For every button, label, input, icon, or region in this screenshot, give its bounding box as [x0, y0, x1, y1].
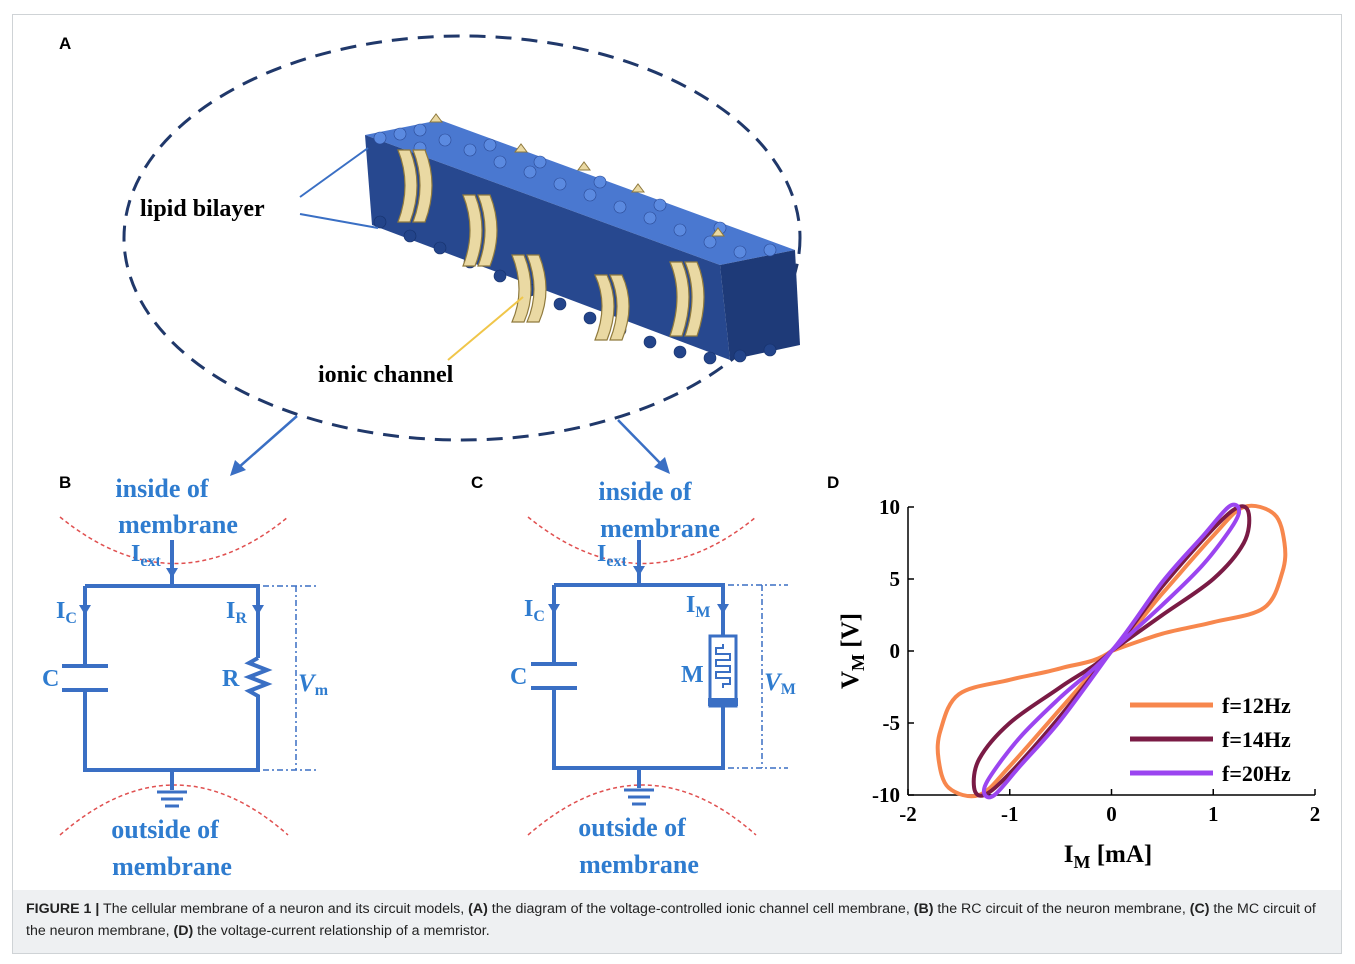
iext-label: Iext [597, 541, 627, 570]
arrow-to-panel-b [230, 415, 298, 476]
lipid-bilayer-illustration [365, 113, 800, 365]
y-tick-label: -5 [883, 711, 901, 735]
resistor-symbol [243, 656, 273, 700]
x-axis-label: IM [mA] [1064, 841, 1153, 872]
legend-label: f=20Hz [1222, 761, 1291, 786]
caption-text-b: the RC circuit of the neuron membrane, [933, 901, 1190, 917]
outside-label-line1: outside of [111, 815, 219, 844]
ionic-channel-label: ionic channel [318, 362, 454, 388]
capacitor-label: C [42, 666, 59, 692]
figure-caption: FIGURE 1 | The cellular membrane of a ne… [26, 898, 1336, 942]
membrane-zoom-ellipse [122, 34, 802, 442]
caption-tag-b: (B) [913, 901, 934, 917]
inside-arc [527, 516, 757, 565]
capacitor-symbol [62, 664, 108, 692]
outside-arc [527, 784, 757, 836]
inside-arc [59, 516, 289, 565]
outside-label-line2: membrane [579, 850, 699, 879]
x-tick-label: 2 [1310, 802, 1321, 826]
caption-tag-d: (D) [173, 923, 194, 939]
panel-label-a: A [59, 34, 72, 53]
capacitor-symbol [531, 662, 577, 690]
current-arrows [548, 566, 729, 614]
lipid-leader-upper [299, 147, 369, 198]
figure-number: FIGURE 1 | [26, 901, 100, 917]
y-tick-label: 5 [890, 567, 901, 591]
y-tick-label: -10 [872, 783, 900, 807]
x-tick-label: -1 [1001, 802, 1019, 826]
caption-background [13, 890, 1341, 953]
ic-label: IC [56, 598, 77, 627]
outside-label-line2: membrane [112, 852, 232, 881]
lipid-leader-lower [299, 213, 379, 229]
caption-intro: The cellular membrane of a neuron and it… [99, 901, 469, 917]
channel-leader [447, 296, 524, 361]
ground-symbol [624, 788, 654, 806]
y-tick-label: 10 [879, 495, 900, 519]
memristor-symbol [708, 634, 738, 708]
legend-label: f=12Hz [1222, 693, 1291, 718]
x-tick-label: 0 [1106, 802, 1117, 826]
panel-label-d: D [827, 473, 840, 492]
inside-label-line1: inside of [598, 477, 692, 506]
memristor-label: M [681, 662, 704, 688]
panel-label-c: C [471, 473, 484, 492]
ir-label: IR [226, 598, 247, 627]
caption-text-a: the diagram of the voltage-controlled io… [487, 901, 914, 917]
vm-label: Vm [298, 670, 329, 699]
rc-wires [83, 540, 260, 790]
y-axis-label: VM [V] [837, 613, 868, 689]
resistor-label: R [222, 666, 240, 692]
inside-label-line1: inside of [115, 474, 209, 503]
x-tick-label: -2 [899, 802, 917, 826]
ground-symbol [157, 790, 187, 808]
chart-legend: f=12Hz f=14Hz f=20Hz [1130, 693, 1291, 786]
caption-tag-a: (A) [468, 901, 488, 917]
voltage-marker [728, 584, 788, 769]
caption-text-c: the MC circuit of the neuron membrane, [26, 901, 1316, 939]
figure-frame [12, 14, 1342, 954]
series-curve-3 [981, 502, 1242, 800]
vm-label: VM [764, 669, 796, 698]
iext-label: Iext [131, 541, 161, 570]
arrow-to-panel-c [617, 419, 670, 474]
y-tick-label: 0 [890, 639, 901, 663]
capacitor-label: C [510, 664, 527, 690]
caption-text-d: the voltage-current relationship of a me… [193, 923, 490, 939]
mc-wires [552, 540, 725, 788]
current-arrows [79, 568, 264, 615]
legend-label: f=14Hz [1222, 727, 1291, 752]
outside-arc [59, 784, 289, 836]
panel-label-b: B [59, 473, 72, 492]
caption-tag-c: (C) [1189, 901, 1210, 917]
inside-label-line2: membrane [118, 510, 238, 539]
im-label: IM [686, 592, 710, 621]
x-tick-label: 1 [1208, 802, 1219, 826]
ic-label: IC [524, 596, 545, 625]
chart-series [935, 502, 1288, 800]
inside-label-line2: membrane [600, 514, 720, 543]
outside-label-line1: outside of [578, 813, 686, 842]
lipid-bilayer-label: lipid bilayer [140, 196, 265, 222]
voltage-marker [263, 585, 318, 771]
